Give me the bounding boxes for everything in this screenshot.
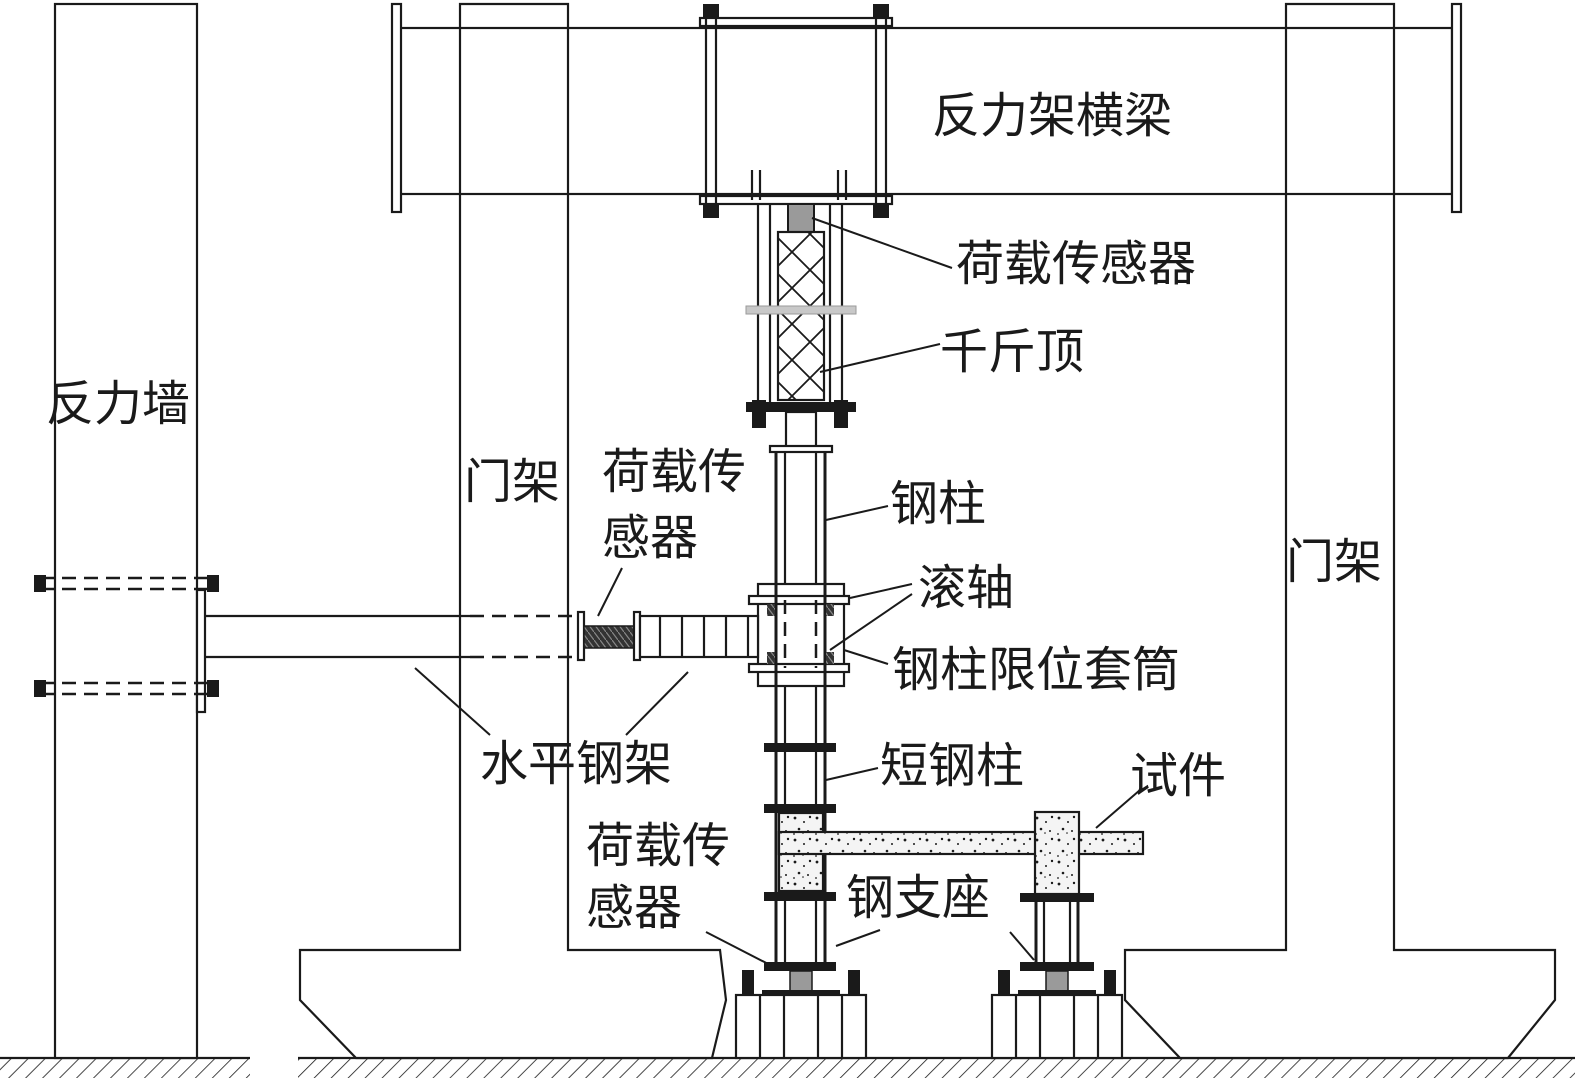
portal-frame: [298, 2, 1557, 1060]
short-column-flanges: [764, 743, 836, 971]
label-load-cell-bottom-2: 感器: [586, 880, 682, 936]
label-column-sleeve: 钢柱限位套筒: [892, 642, 1180, 698]
label-short-column: 短钢柱: [880, 738, 1024, 794]
column-sleeve: [747, 582, 851, 688]
label-load-cell-bottom-1: 荷载传: [586, 818, 730, 874]
label-jack: 千斤顶: [940, 324, 1084, 380]
label-load-cell-top: 荷载传感器: [956, 236, 1196, 292]
leader-lines: [414, 217, 1141, 969]
label-portal-left: 门架: [464, 454, 560, 510]
load-cell-horizontal: [583, 625, 635, 649]
label-reaction-beam: 反力架横梁: [932, 88, 1172, 144]
ground: [0, 1056, 1575, 1078]
load-cell-top: [787, 203, 815, 233]
specimen: [777, 810, 1145, 896]
label-steel-column: 钢柱: [890, 476, 986, 532]
label-specimen: 试件: [1130, 748, 1226, 804]
steel-support-right: [990, 893, 1124, 1060]
label-portal-right: 门架: [1286, 534, 1382, 590]
jack-assembly: [745, 203, 857, 454]
label-roller: 滚轴: [918, 560, 1014, 616]
label-load-cell-horizontal-1: 荷载传: [602, 444, 746, 500]
steel-support-left: [734, 970, 868, 1060]
labels: 反力架横梁 荷载传感器 千斤顶 反力墙 门架 荷载传 感器 钢柱 门架 滚轴 钢…: [46, 88, 1382, 936]
label-steel-support: 钢支座: [846, 870, 990, 926]
label-reaction-wall: 反力墙: [46, 376, 190, 432]
label-horizontal-frame: 水平钢架: [480, 736, 672, 792]
reaction-wall: [34, 2, 219, 1060]
label-load-cell-horizontal-2: 感器: [602, 510, 698, 566]
horizontal-frame: [205, 610, 760, 662]
jack-clamp: [698, 4, 894, 218]
jack-body: [776, 230, 826, 402]
